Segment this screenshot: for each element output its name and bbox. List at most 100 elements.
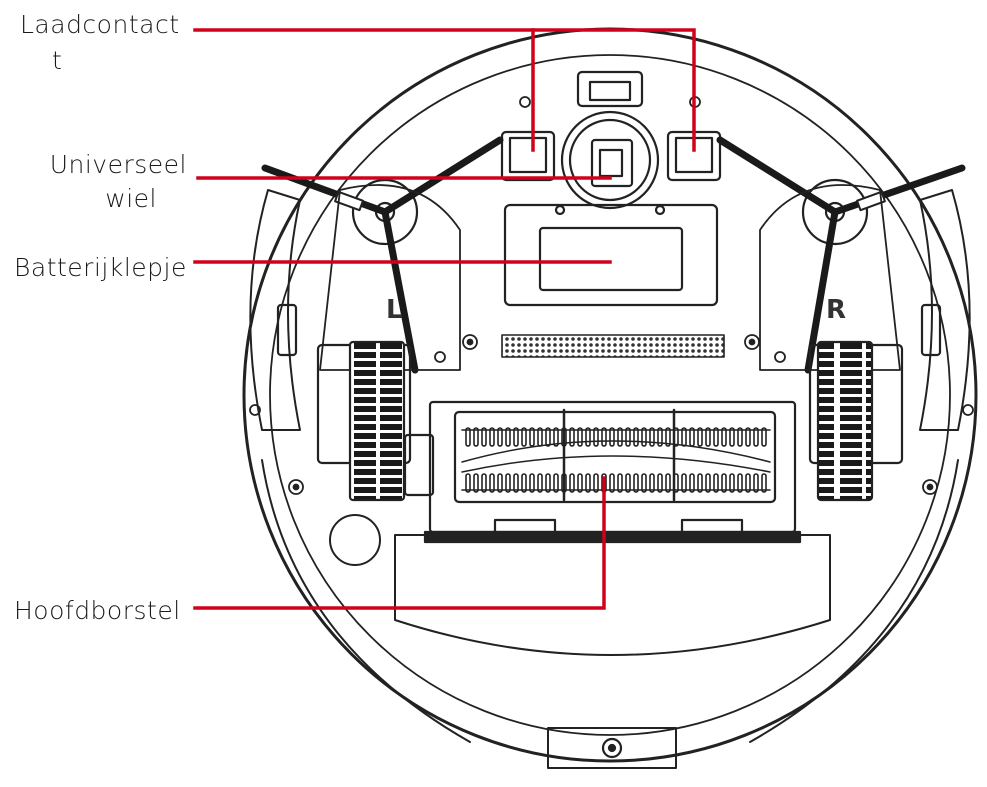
bristle [521,427,527,447]
label-batterijklepje: Batterijklepje [14,253,187,282]
charging-contact-left [500,130,556,182]
label-universeel: Universeel [49,150,187,179]
battery-cover [503,203,719,307]
bristle [601,427,607,447]
bottom-tab-screw-center [607,743,617,753]
bristle [697,427,703,447]
lower-rim-right [749,459,959,743]
bristle [569,473,575,493]
bristle [641,427,647,447]
bristle [649,427,655,447]
bristle [497,427,503,447]
bristle [689,473,695,493]
right-brush-clip [856,190,886,212]
main-brush-bristles [465,427,767,493]
bristle [593,427,599,447]
left-drive-wheel [348,340,406,502]
bottom-tab-screw [601,737,623,759]
label-laadcontact-wrap: t [52,46,63,75]
bristle [489,427,495,447]
bristle [633,473,639,493]
right-bumper [919,189,971,431]
top-tab [576,70,644,108]
bristle [681,473,687,493]
bristle [633,427,639,447]
bristle [665,473,671,493]
left-bumper [249,189,301,431]
lower-rim-left [261,459,471,743]
bristle [505,427,511,447]
bristle [737,427,743,447]
left-wheel-bay [319,184,461,371]
bristle [513,427,519,447]
left-marking: L [386,295,403,325]
left-bumper-clip [276,303,298,357]
bristle [737,473,743,493]
bristle [465,427,471,447]
bristle [641,473,647,493]
bristle [729,427,735,447]
bristle [761,427,767,447]
bristle [481,473,487,493]
bristle [577,473,583,493]
bristle [753,473,759,493]
bristle [513,473,519,493]
right-marking: R [826,295,846,325]
top-tab-inner [588,80,632,102]
cliff-sensor [329,514,381,566]
leader-line-hoofdborstel [193,476,606,610]
bristle [657,473,663,493]
main-brush-roller [461,429,771,491]
bristle [481,427,487,447]
main-brush-cavity [453,410,777,504]
bottom-tab [547,727,677,769]
bristle [545,473,551,493]
bristle [705,427,711,447]
dust-bin-rail [423,530,802,544]
bristle [705,473,711,493]
bristle [585,473,591,493]
bristle [753,427,759,447]
bristle [473,473,479,493]
bristle [529,473,535,493]
bristle [473,427,479,447]
universal-wheel [590,138,634,188]
bristle [585,427,591,447]
bristle [657,427,663,447]
right-side-brush [716,136,966,374]
battery-screw-left [554,204,566,216]
bristle [745,427,751,447]
bristle [721,473,727,493]
inner-shell-ring [269,54,951,736]
bristle [729,473,735,493]
bristle [625,473,631,493]
label-wiel: wiel [105,184,157,213]
right-drive-wheel [816,340,874,502]
bristle [569,427,575,447]
bristle [609,473,615,493]
label-laadcontact: Laadcontact [20,10,180,39]
battery-screw-right [654,204,666,216]
dust-bin-plate [394,534,831,656]
dust-bin-latch-right [680,518,744,536]
bristle [713,473,719,493]
bristle [761,473,767,493]
bristle [553,427,559,447]
bristle [617,473,623,493]
bristle [497,473,503,493]
universal-wheel-hub [598,148,624,178]
leader-line-laadcontact [193,28,696,152]
left-brush-clip [334,190,364,212]
bristle [625,427,631,447]
bristle [721,427,727,447]
bristle [577,427,583,447]
right-wheel-bay [759,184,901,371]
bristle [553,473,559,493]
left-brush-mount [351,178,419,246]
universal-wheel-housing [560,110,660,210]
right-brush-mount [801,178,869,246]
bristle [745,473,751,493]
universal-wheel-ring [568,118,652,202]
label-hoofdborstel: Hoofdborstel [14,596,181,625]
